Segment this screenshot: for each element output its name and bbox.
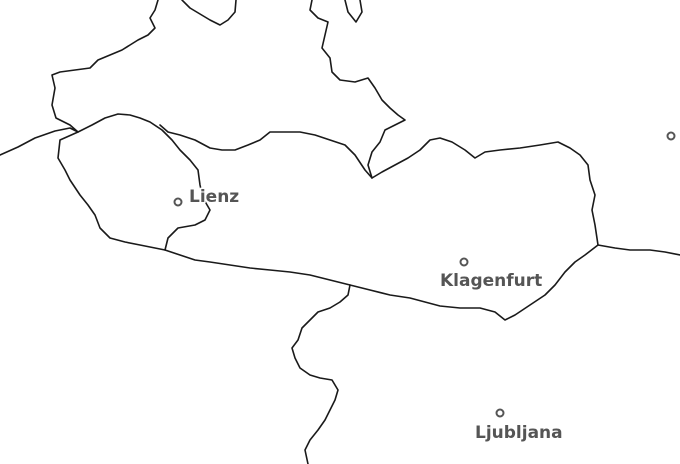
city-label-ljubljana: Ljubljana: [475, 423, 563, 443]
city-marker-icon: [173, 197, 183, 207]
city-unlabeled-east[interactable]: [666, 131, 676, 141]
border-carinthia-north: [159, 124, 599, 246]
city-lienz[interactable]: Lienz: [173, 186, 241, 209]
border-carinthia-south: [164, 244, 680, 321]
city-marker-icon: [459, 257, 469, 267]
border-east-tyrol: [57, 113, 211, 251]
border-top-fragment: [181, 0, 237, 26]
city-ljubljana[interactable]: Ljubljana: [474, 408, 564, 445]
border-salzburg-east: [309, 0, 406, 179]
city-label-klagenfurt: Klagenfurt: [440, 271, 542, 291]
city-marker-icon: [666, 131, 676, 141]
cities: Lienz Klagenfurt Ljubljana: [173, 131, 676, 445]
border-slovenia-west: [291, 284, 351, 464]
city-klagenfurt[interactable]: Klagenfurt: [439, 257, 544, 293]
city-label-lienz: Lienz: [189, 187, 239, 207]
border-top-right-fragment: [344, 0, 363, 23]
border-north-tyrol: [0, 0, 159, 156]
city-marker-icon: [495, 408, 505, 418]
